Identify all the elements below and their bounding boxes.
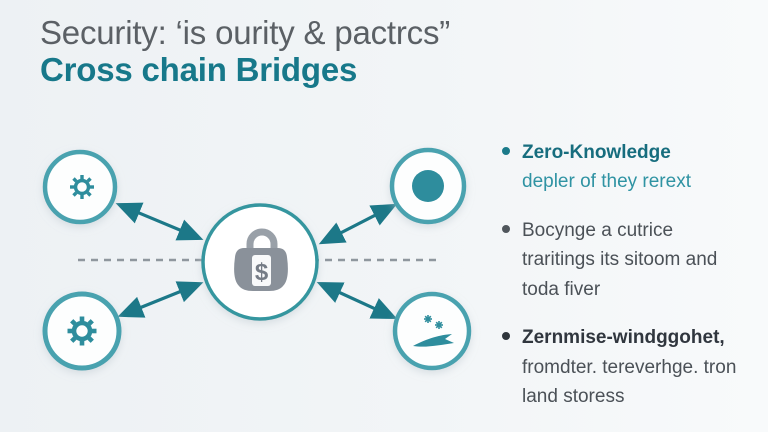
cog-icon xyxy=(67,316,97,346)
node-center: $ xyxy=(201,203,319,321)
title-block: Security: ‘is ourity & pactrcs” Cross ch… xyxy=(40,14,450,89)
gear-icon xyxy=(70,175,94,199)
arrow-bottom-left xyxy=(117,281,204,318)
bullet-icon xyxy=(502,147,510,155)
list-item: Zero-Knowledge depler of they rerext xyxy=(502,138,747,197)
dot-icon xyxy=(412,170,444,202)
node-bottom-left xyxy=(42,291,122,371)
bullet-heading: Zero-Knowledge xyxy=(522,142,671,163)
bullet-body: fromdter. tereverhge. tron land storess xyxy=(522,356,737,408)
bullet-list: Zero-Knowledge depler of they rerext Boc… xyxy=(502,138,747,412)
list-item: Bocynge a cutrice traritings its sitoom … xyxy=(502,216,747,304)
bridge-diagram: $ xyxy=(42,147,472,371)
dollar-symbol: $ xyxy=(255,259,269,286)
bullet-text: Bocynge a cutrice traritings its sitoom … xyxy=(522,216,747,304)
node-bottom-right xyxy=(392,291,472,371)
sparkle-icon xyxy=(424,315,443,329)
bullet-icon xyxy=(502,332,510,341)
bullet-body: Bocynge a cutrice traritings its sitoom … xyxy=(522,219,718,300)
connector-arrows xyxy=(115,202,398,319)
node-top-right xyxy=(389,147,467,225)
page-subtitle: Cross chain Bridges xyxy=(40,51,358,89)
arrow-top-right xyxy=(318,203,398,245)
bullet-text: Zernmise-windggohet, fromdter. tereverhg… xyxy=(522,323,747,411)
bullet-heading: Zernmise-windggohet, xyxy=(522,327,725,349)
bullet-icon xyxy=(502,224,510,233)
send-icon xyxy=(413,315,454,347)
page-title: Security: ‘is ourity & pactrcs” xyxy=(40,14,451,51)
list-item: Zernmise-windggohet, fromdter. tereverhg… xyxy=(502,323,747,411)
arrow-top-left xyxy=(115,202,204,241)
node-top-left xyxy=(42,149,118,225)
bullet-text: Zero-Knowledge depler of they rerext xyxy=(522,138,747,197)
bullet-body: depler of they rerext xyxy=(522,171,691,193)
lock-dollar-icon: $ xyxy=(234,228,288,291)
arrow-bottom-right xyxy=(316,282,398,319)
